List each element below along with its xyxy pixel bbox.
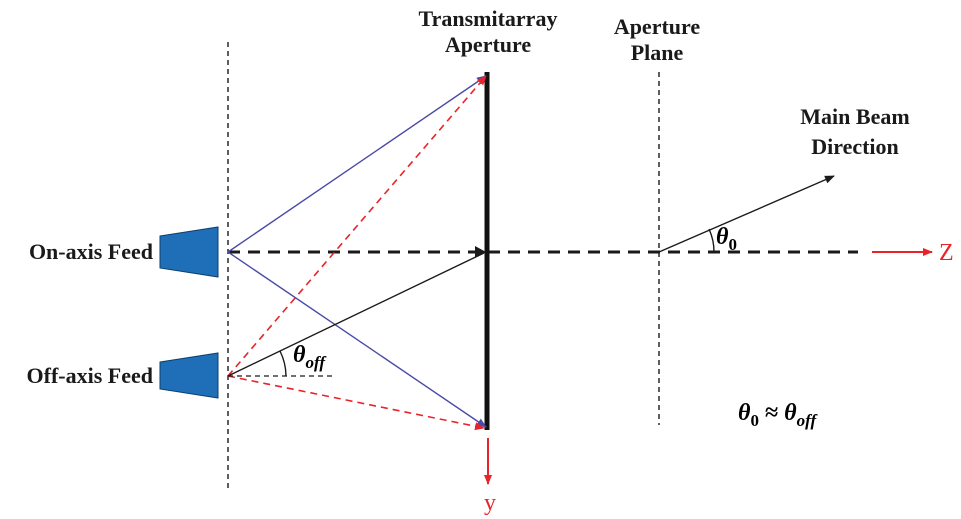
y-axis-label: y bbox=[484, 490, 496, 516]
off-axis-ray-top bbox=[227, 75, 487, 377]
aperture-plane-label-line1: Aperture bbox=[614, 14, 701, 39]
z-axis-label: Z bbox=[939, 240, 954, 266]
off-axis-feed-horn bbox=[159, 352, 219, 399]
main-beam-label-line1: Main Beam bbox=[800, 104, 909, 129]
on-axis-ray-bottom bbox=[227, 251, 487, 428]
off-axis-ray-center bbox=[227, 252, 485, 377]
theta-off-arc bbox=[279, 350, 287, 377]
angle-equation: θ0 ≈ θoff bbox=[738, 400, 818, 430]
axis-arrowhead bbox=[475, 246, 486, 258]
transmitarray-label-line2: Aperture bbox=[445, 32, 532, 57]
on-axis-feed-label: On-axis Feed bbox=[29, 239, 153, 264]
aperture-plane-label-line2: Plane bbox=[631, 40, 684, 65]
transmitarray-label-line1: Transmitarray bbox=[419, 6, 558, 31]
theta-0-label: θ0 bbox=[716, 224, 737, 254]
off-axis-ray-bottom bbox=[227, 375, 485, 431]
on-axis-feed-horn bbox=[159, 226, 219, 278]
main-beam-arrow bbox=[658, 175, 835, 253]
main-beam-label-line2: Direction bbox=[811, 134, 899, 159]
off-axis-feed-label: Off-axis Feed bbox=[27, 363, 153, 388]
theta-off-label: θoff bbox=[293, 342, 327, 372]
theta-0-arc bbox=[708, 228, 715, 253]
on-axis-ray-top bbox=[227, 75, 487, 253]
